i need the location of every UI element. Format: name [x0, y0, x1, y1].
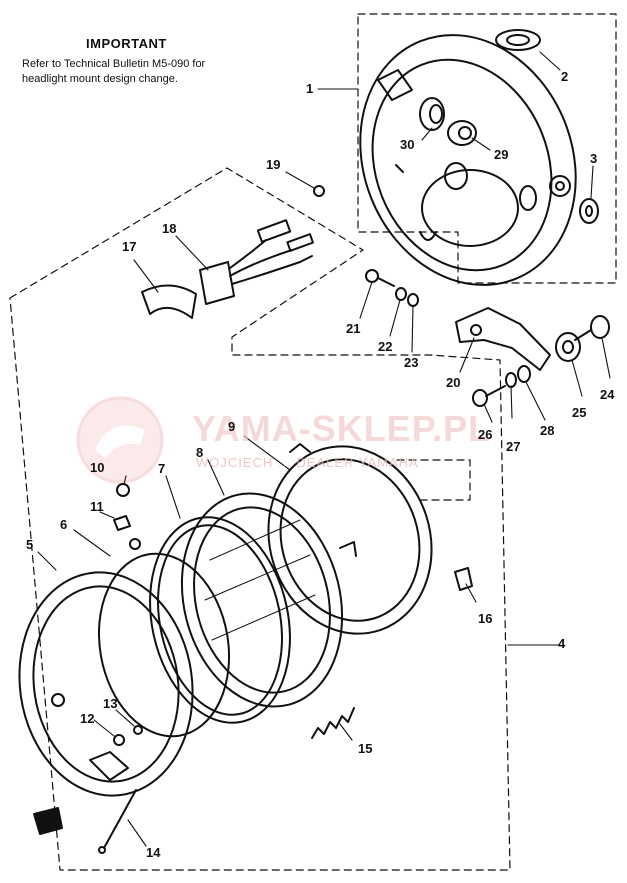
leader-lines	[37, 51, 611, 847]
part-9-mounting-rim	[267, 443, 433, 635]
watermark-subtitle: WOJCIECH ... DEALER YAMAHA	[196, 455, 419, 470]
watermark-text: YAMA-SKLEP.PL	[192, 408, 492, 449]
callout-22: 22	[378, 339, 393, 354]
part-1-headlight-case	[359, 34, 577, 286]
callout-7: 7	[158, 461, 166, 476]
callout-29: 29	[494, 147, 509, 162]
part-27-washer	[505, 372, 517, 388]
part-13-nut	[133, 725, 143, 735]
part-26-bolt	[472, 385, 506, 407]
callout-28: 28	[540, 423, 555, 438]
callout-12: 12	[80, 711, 95, 726]
callout-9: 9	[228, 419, 236, 434]
part-7-inner-rim	[129, 516, 291, 724]
part-14-screw	[98, 789, 137, 854]
part-10-screw	[116, 483, 130, 497]
part-17-rubber-boot	[141, 284, 197, 319]
callout-16: 16	[478, 611, 493, 626]
callout-18: 18	[162, 221, 177, 236]
callout-2: 2	[561, 69, 569, 84]
callout-20: 20	[446, 375, 461, 390]
part-29-cap	[447, 120, 477, 146]
part-6-ring	[97, 552, 231, 738]
part-28-nut	[517, 365, 531, 383]
callout-13: 13	[103, 696, 118, 711]
part-20-bracket	[455, 307, 551, 371]
dashed-group-outlines	[9, 13, 617, 871]
callout-11: 11	[90, 499, 104, 514]
callout-25: 25	[572, 405, 587, 420]
part-24-bolt	[574, 315, 610, 341]
part-8-sealed-beam	[180, 492, 344, 708]
part-18-socket-harness	[199, 219, 314, 305]
fwd-arrow-icon	[33, 807, 63, 835]
callout-19: 19	[266, 157, 281, 172]
callout-6: 6	[60, 517, 68, 532]
callout-23: 23	[404, 355, 419, 370]
part-15-spring	[311, 707, 355, 739]
watermark-logo	[76, 396, 164, 484]
callout-24: 24	[600, 387, 615, 402]
callout-5: 5	[26, 537, 34, 552]
part-2-grommet	[495, 29, 541, 51]
callout-14: 14	[146, 845, 161, 860]
part-22-washer	[395, 287, 407, 301]
part-30-socket	[419, 97, 445, 131]
part-21-bolt	[365, 269, 395, 287]
part-11-nut	[113, 515, 131, 531]
callout-1: 1	[306, 81, 314, 96]
callout-17: 17	[122, 239, 137, 254]
callout-10: 10	[90, 460, 105, 475]
note-title: IMPORTANT	[86, 36, 167, 51]
callout-3: 3	[590, 151, 598, 166]
note-body: Refer to Technical Bulletin M5-090 for h…	[22, 58, 206, 85]
part-5-outer-rim	[18, 571, 194, 797]
part-16-nut	[454, 567, 473, 591]
part-19-screw	[313, 185, 325, 197]
part-12-screw	[113, 734, 125, 746]
callout-30: 30	[400, 137, 415, 152]
important-note: IMPORTANT Refer to Technical Bulletin M5…	[22, 36, 232, 87]
part-23-nut	[407, 293, 419, 307]
part-3-grommet	[579, 198, 599, 224]
callout-21: 21	[346, 321, 361, 336]
callout-27: 27	[506, 439, 521, 454]
callout-8: 8	[196, 445, 204, 460]
callout-15: 15	[358, 741, 373, 756]
part-25-collar	[555, 332, 581, 362]
callout-4: 4	[558, 636, 566, 651]
callout-26: 26	[478, 427, 493, 442]
